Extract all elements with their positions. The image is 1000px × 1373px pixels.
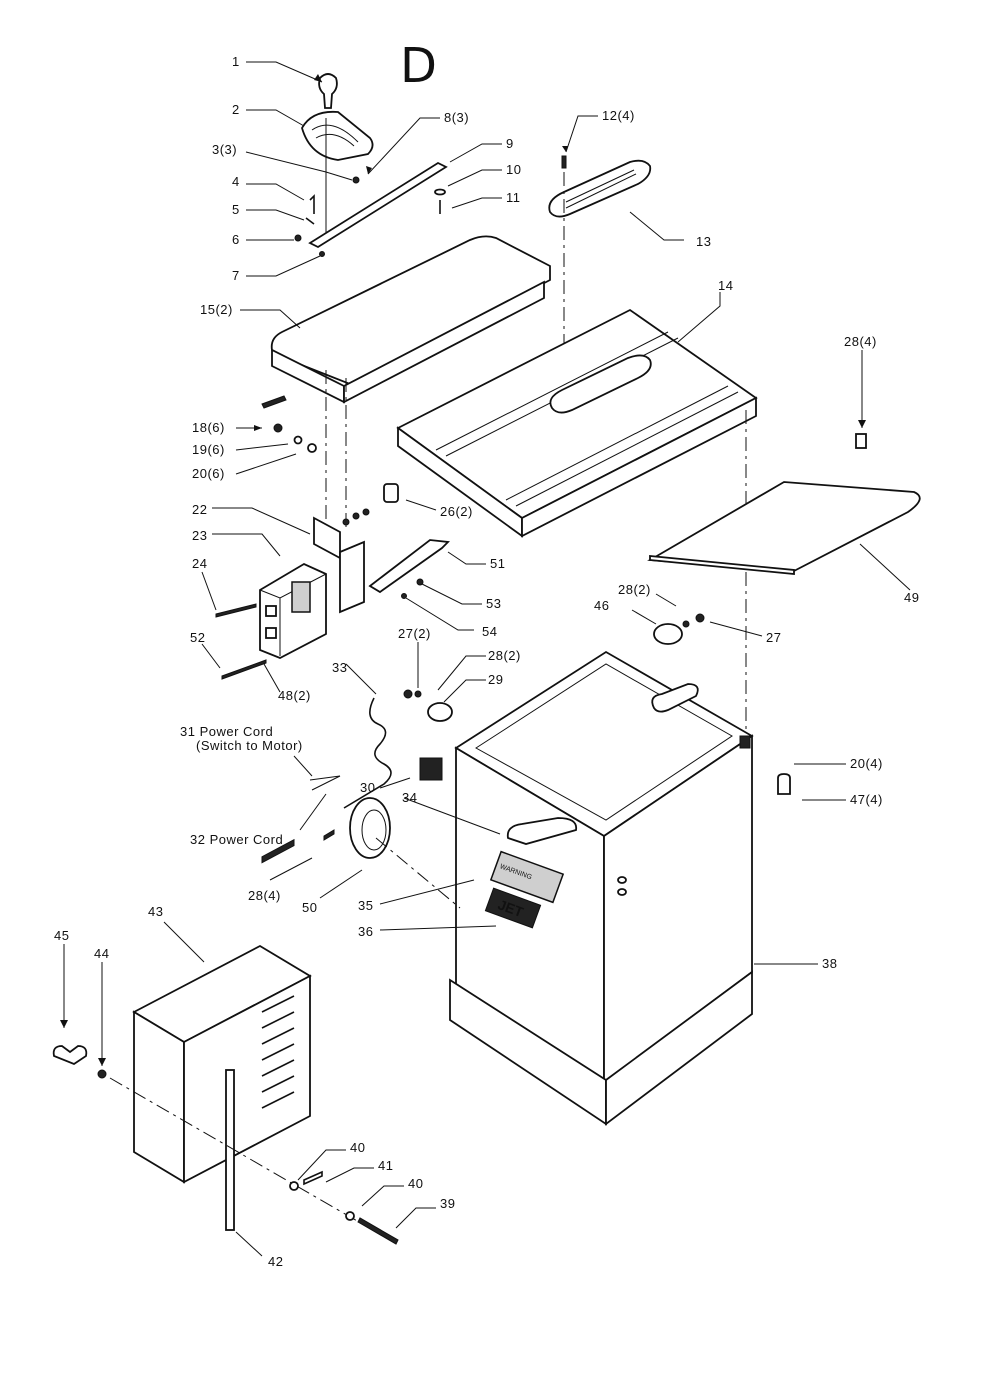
sheet-letter: D (400, 38, 437, 94)
callout-32-power-cord: 32 Power Cord (190, 832, 283, 847)
callout-54: 54 (482, 624, 497, 639)
callout-52: 52 (190, 630, 205, 645)
callout-7: 7 (232, 268, 240, 283)
table-top (396, 308, 758, 740)
arrow-heads (60, 74, 866, 1066)
callout-49: 49 (904, 590, 919, 605)
callout-3: 3(3) (212, 142, 237, 157)
callout-11: 11 (506, 190, 521, 205)
callout-28-four-top: 28(4) (844, 334, 877, 349)
callout-36: 36 (358, 924, 373, 939)
callout-40-upper: 40 (350, 1140, 365, 1155)
callout-44: 44 (94, 946, 109, 961)
callout-41: 41 (378, 1158, 393, 1173)
callout-26: 26(2) (440, 504, 473, 519)
callout-31-power-cord: 31 Power Cord (180, 724, 273, 739)
callout-10: 10 (506, 162, 521, 177)
callout-45: 45 (54, 928, 69, 943)
callout-47: 47(4) (850, 792, 883, 807)
callout-40-lower: 40 (408, 1176, 423, 1191)
extension-wing (270, 235, 551, 530)
callout-43: 43 (148, 904, 163, 919)
callout-18: 18(6) (192, 420, 225, 435)
callout-42: 42 (268, 1254, 283, 1269)
rear-extension (647, 433, 921, 575)
callout-39: 39 (440, 1196, 455, 1211)
callout-23: 23 (192, 528, 207, 543)
cabinet: JET WARNING (449, 650, 791, 1126)
callout-5: 5 (232, 202, 240, 217)
callout-24: 24 (192, 556, 207, 571)
callout-2: 2 (232, 102, 240, 117)
callout-14: 14 (718, 278, 733, 293)
callout-22: 22 (192, 502, 207, 517)
wing-bolts (261, 395, 317, 453)
callout-15: 15(2) (200, 302, 233, 317)
leader-lines (63, 61, 911, 1257)
miter-bar (308, 161, 448, 249)
callout-33: 33 (332, 660, 347, 675)
callout-28-two-mid: 28(2) (488, 648, 521, 663)
callout-19: 19(6) (192, 442, 225, 457)
callout-28-two-right: 28(2) (618, 582, 651, 597)
miter-knob (318, 73, 338, 109)
miter-gauge-assembly (294, 73, 448, 257)
callout-27-two: 27(2) (398, 626, 431, 641)
switch-assembly (215, 483, 450, 680)
motor-cover (52, 838, 399, 1245)
callout-1: 1 (232, 54, 240, 69)
callout-53: 53 (486, 596, 501, 611)
callout-46: 46 (594, 598, 609, 613)
callout-35: 35 (358, 898, 373, 913)
callout-28-four-left: 28(4) (248, 888, 281, 903)
callout-38: 38 (822, 956, 837, 971)
callout-4: 4 (232, 174, 240, 189)
callout-48: 48(2) (278, 688, 311, 703)
callout-20-six: 20(6) (192, 466, 225, 481)
callout-30: 30 (360, 780, 375, 795)
callout-13: 13 (696, 234, 711, 249)
callout-6: 6 (232, 232, 240, 247)
cord-and-fittings (309, 613, 705, 909)
callout-labels: 1 2 3(3) 4 5 6 7 8(3) 9 10 11 12(4) 13 1… (54, 54, 919, 1269)
callout-9: 9 (506, 136, 514, 151)
callout-27: 27 (766, 630, 781, 645)
callout-8: 8(3) (444, 110, 469, 125)
callout-31-switch-to-motor: (Switch to Motor) (196, 738, 303, 753)
callout-12: 12(4) (602, 108, 635, 123)
callout-51: 51 (490, 556, 505, 571)
callout-34: 34 (402, 790, 417, 805)
callout-20-four: 20(4) (850, 756, 883, 771)
callout-29: 29 (488, 672, 503, 687)
callout-50: 50 (302, 900, 317, 915)
